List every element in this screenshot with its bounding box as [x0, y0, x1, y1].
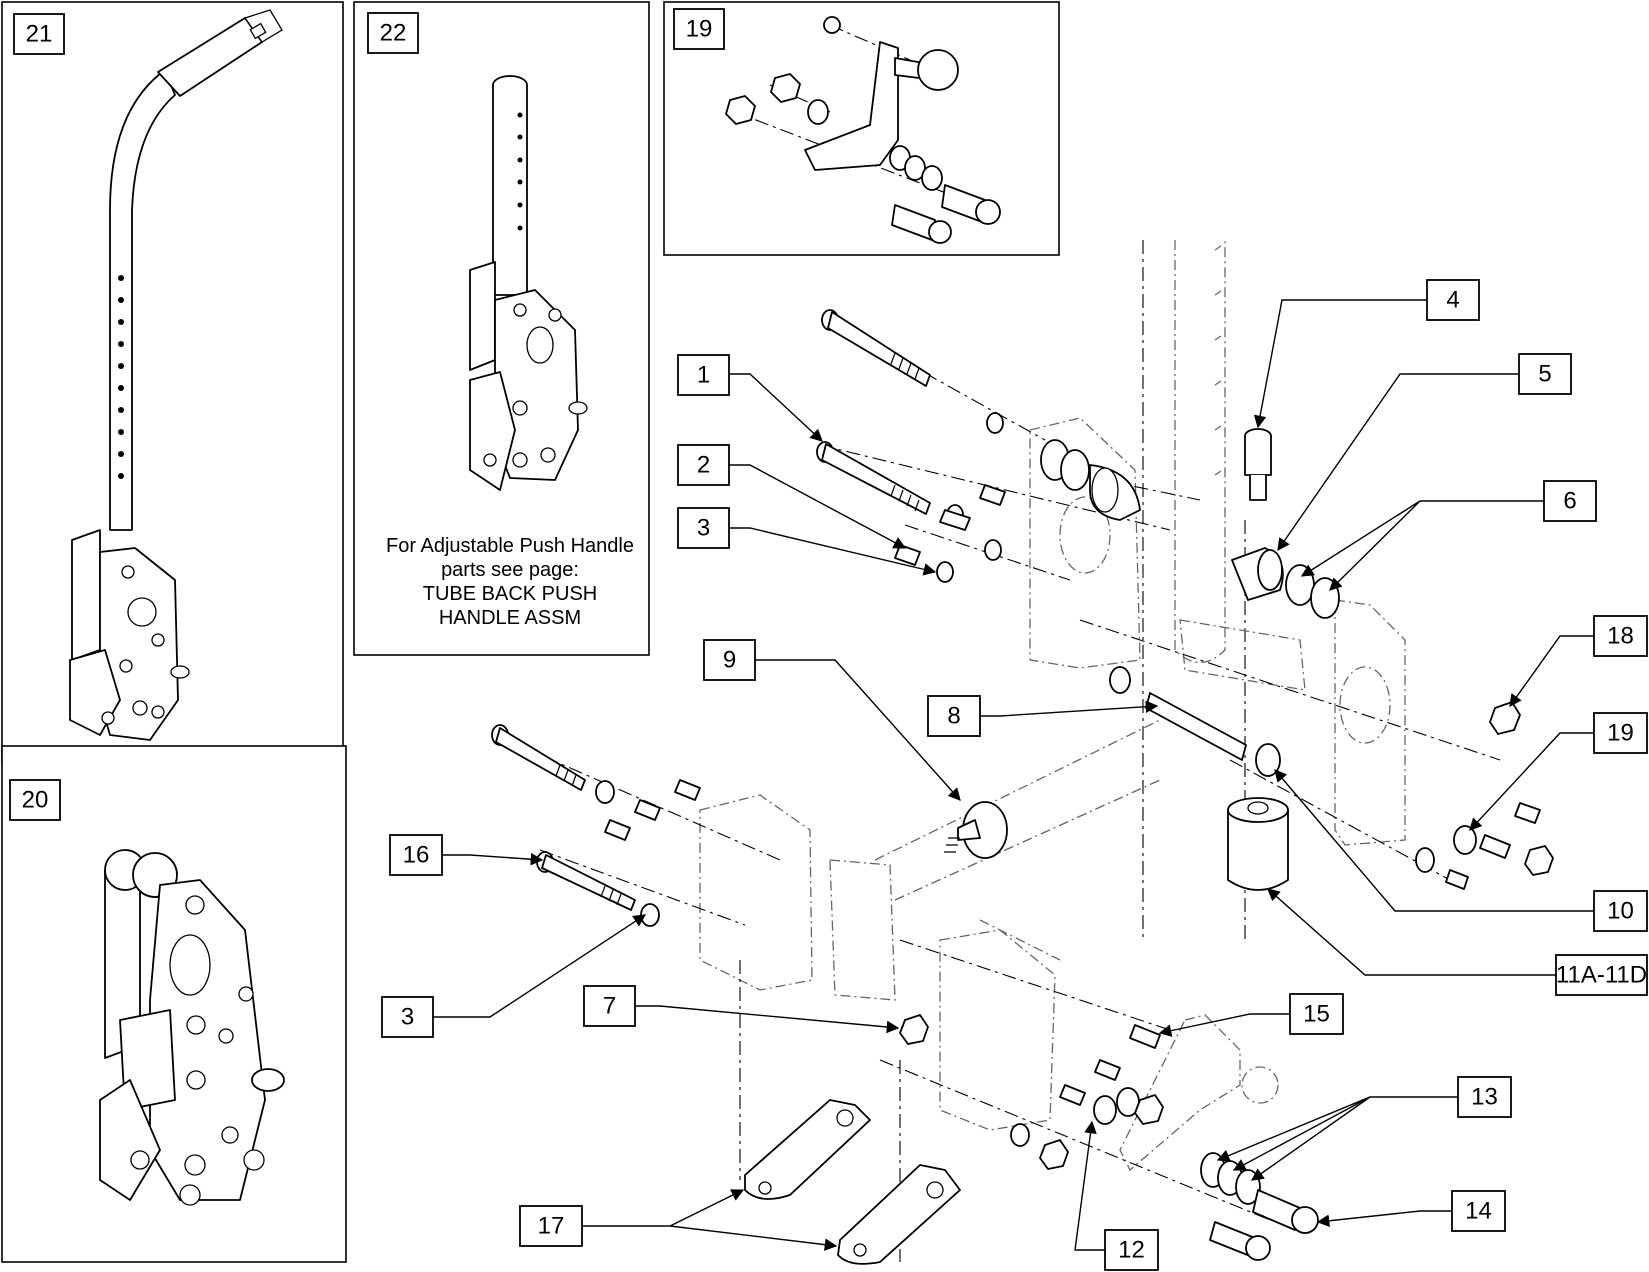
note-line-3: TUBE BACK PUSH: [423, 583, 597, 605]
callout-9: 9: [703, 639, 756, 681]
main-exploded-view: [491, 240, 1554, 1265]
callout-1: 1: [677, 354, 730, 396]
svg-text:19: 19: [1607, 720, 1634, 747]
callout-3-lower: 3: [381, 996, 434, 1038]
note-line-1: For Adjustable Push Handle: [386, 535, 634, 557]
svg-text:1: 1: [697, 362, 710, 389]
panel-22: 22 For Adjustable Push Handle parts see …: [353, 1, 650, 656]
adjustable-handle-drawing: [469, 75, 588, 491]
lock-pin-drawing: [725, 16, 1001, 244]
svg-text:7: 7: [603, 993, 616, 1020]
svg-text:11A-11D: 11A-11D: [1556, 962, 1647, 989]
svg-text:8: 8: [947, 703, 960, 730]
callout-4: 4: [1426, 279, 1480, 321]
bolt-1: [816, 441, 931, 515]
panel-20-label: 20: [22, 787, 49, 814]
callout-13: 13: [1457, 1076, 1512, 1118]
svg-text:5: 5: [1538, 361, 1551, 388]
bolt-lower: [491, 724, 586, 791]
svg-text:9: 9: [723, 647, 736, 674]
svg-text:3: 3: [697, 515, 710, 542]
note-line-2: parts see page:: [441, 559, 579, 581]
callout-7: 7: [583, 985, 636, 1027]
callout-5: 5: [1518, 353, 1572, 395]
panel-22-label: 22: [380, 20, 407, 47]
svg-text:13: 13: [1471, 1084, 1498, 1111]
callout-6: 6: [1543, 480, 1597, 522]
panel-19-label: 19: [686, 16, 713, 43]
svg-text:3: 3: [401, 1004, 414, 1031]
callout-11a-11d: 11A-11D: [1555, 954, 1648, 996]
bolt-16: [536, 851, 636, 911]
callout-8: 8: [927, 695, 981, 737]
panel-21: 21: [1, 1, 344, 765]
svg-text:12: 12: [1118, 1237, 1145, 1264]
svg-text:14: 14: [1465, 1198, 1492, 1225]
callout-3-upper: 3: [677, 507, 730, 549]
svg-text:10: 10: [1607, 898, 1634, 925]
bolt-top: [821, 309, 931, 387]
callout-10: 10: [1593, 890, 1648, 932]
svg-text:15: 15: [1303, 1001, 1330, 1028]
svg-text:17: 17: [538, 1213, 565, 1240]
callout-2: 2: [677, 444, 730, 486]
svg-text:16: 16: [403, 842, 430, 869]
shoulder-bolt-4: [1244, 428, 1272, 501]
callout-18: 18: [1593, 615, 1648, 657]
callout-17: 17: [519, 1205, 583, 1247]
svg-text:6: 6: [1563, 488, 1576, 515]
callout-15: 15: [1289, 993, 1344, 1035]
leader-lines: [433, 299, 1594, 1251]
push-handle-drawing: [69, 9, 283, 741]
panel-21-label: 21: [26, 21, 53, 48]
panel-20: 20: [1, 745, 347, 1263]
panel-19: 19: [663, 1, 1060, 256]
note-line-4: HANDLE ASSM: [439, 607, 581, 629]
svg-text:18: 18: [1607, 623, 1634, 650]
bracket-assembly-drawing: [99, 849, 285, 1206]
svg-text:4: 4: [1446, 287, 1459, 314]
callout-19-main: 19: [1593, 712, 1648, 754]
svg-text:2: 2: [697, 452, 710, 479]
callout-12: 12: [1104, 1229, 1159, 1271]
callout-16: 16: [389, 834, 443, 876]
callout-14: 14: [1451, 1190, 1506, 1232]
